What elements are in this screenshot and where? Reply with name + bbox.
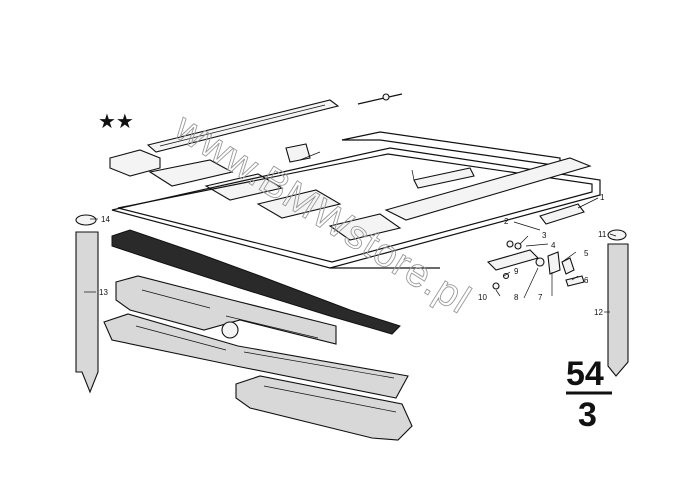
cover-lower [235, 375, 413, 441]
callout-5: 5 [584, 249, 589, 258]
callout-1: 1 [600, 193, 605, 202]
guide-rail-left [146, 99, 340, 153]
group-sub: 3 [578, 396, 597, 434]
cover-upper [115, 275, 337, 345]
callout-leaders [84, 197, 617, 313]
watermark: www.BMWstore.pl [166, 105, 478, 323]
callout-12: 12 [594, 308, 603, 317]
seal-strip [111, 229, 401, 335]
group-main: 54 [566, 355, 604, 393]
hinge-hardware [486, 203, 585, 290]
callout-9: 9 [514, 267, 519, 276]
callout-3: 3 [542, 231, 547, 240]
callout-labels: 1 2 3 4 5 6 7 8 9 10 11 12 13 14 [99, 193, 607, 317]
front-slide-block [109, 149, 161, 177]
callout-4: 4 [551, 241, 556, 250]
callout-11: 11 [598, 230, 607, 239]
callout-13: 13 [99, 288, 108, 297]
adjusting-screw-top [357, 93, 403, 105]
callout-14: 14 [101, 215, 110, 224]
callout-10: 10 [478, 293, 487, 302]
callout-6: 6 [584, 276, 589, 285]
headliner-panels [148, 159, 402, 241]
group-number: 54 3 [566, 355, 612, 434]
roof-frame-wire [111, 147, 601, 269]
cover-middle [103, 313, 409, 399]
callout-8: 8 [514, 293, 519, 302]
callout-7: 7 [538, 293, 543, 302]
bracket-clip [285, 143, 321, 163]
drain-tube-left [75, 214, 99, 394]
callout-2: 2 [504, 217, 509, 226]
stars-mark: ★★ [98, 109, 134, 133]
drain-tube-right [607, 229, 629, 377]
rear-frame [341, 131, 592, 221]
